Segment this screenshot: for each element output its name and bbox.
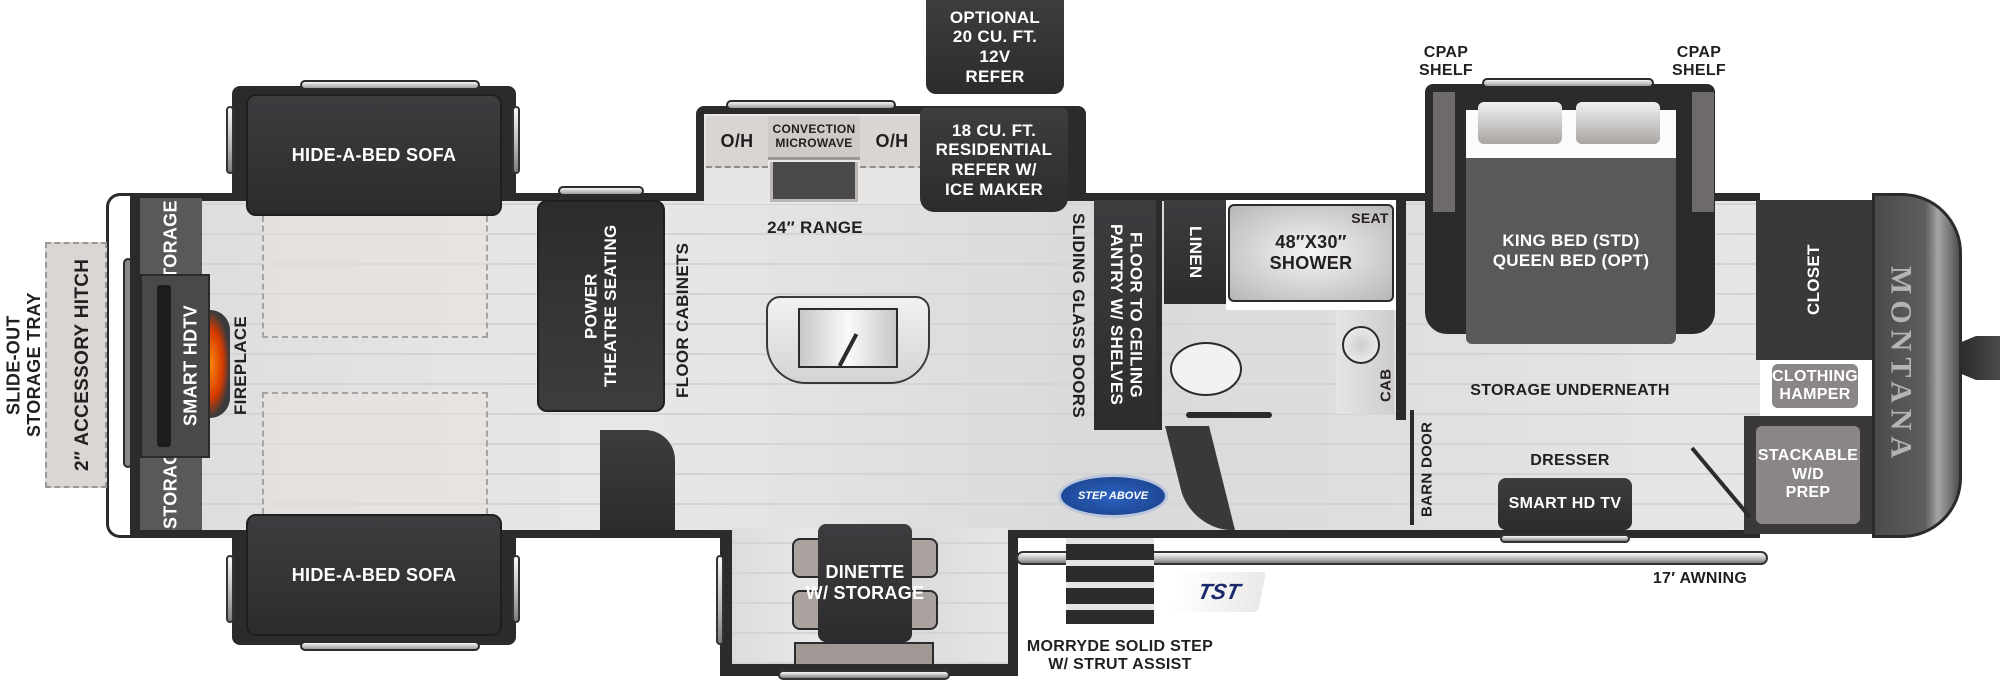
barn-door-track[interactable] <box>1410 410 1414 525</box>
window-dinette-left <box>716 555 724 645</box>
bath-sink-icon <box>1342 326 1380 364</box>
tst-logo: TST <box>1171 572 1267 612</box>
pantry[interactable]: FLOOR TO CEILING PANTRY W/ SHELVES <box>1094 200 1158 430</box>
cpap-shelf-left: CPAP SHELF <box>1419 44 1473 80</box>
tv-screen-icon <box>157 285 171 447</box>
window-sofa-top-right <box>512 106 520 174</box>
window-sofa-bottom <box>300 641 480 651</box>
window-bed <box>1482 78 1654 88</box>
optional-refer: OPTIONAL 20 CU. FT. 12V REFER <box>926 0 1064 94</box>
cpap-shelf-right: CPAP SHELF <box>1672 44 1726 80</box>
awning <box>1016 551 1768 565</box>
sofa-bottom-bed-outline <box>262 392 488 514</box>
awning-label: 17′ AWNING <box>1652 570 1748 587</box>
rear-wall <box>130 193 140 538</box>
fireplace-icon <box>210 310 230 418</box>
toilet-icon[interactable] <box>1170 342 1242 396</box>
window-sofa-top <box>300 80 480 90</box>
window-dinette-bottom <box>778 670 950 680</box>
window-sofa-bottom-left <box>226 555 234 623</box>
fireplace-label: FIREPLACE <box>231 315 251 415</box>
clothing-hamper[interactable]: CLOTHING HAMPER <box>1772 364 1858 408</box>
slide-out-tray-label: SLIDE-OUT STORAGE TRAY <box>3 292 44 438</box>
bed[interactable]: KING BED (STD) QUEEN BED (OPT) <box>1466 158 1676 344</box>
oh-cabinet-right: O/H <box>860 116 924 168</box>
front-cap <box>1872 193 1962 538</box>
stackable-wd-prep[interactable]: STACKABLE W/D PREP <box>1756 426 1860 524</box>
pillow-icon <box>1576 102 1660 144</box>
dinette-bench <box>794 642 934 666</box>
bedroom-tv[interactable]: SMART HD TV <box>1498 478 1632 530</box>
kingpin <box>1960 336 2000 380</box>
window-sofa-bottom-right <box>512 555 520 623</box>
cpap-shelf-left-box <box>1433 92 1455 212</box>
window-theatre <box>558 186 644 196</box>
bath-wall-bottom <box>1186 412 1272 418</box>
floor-cabinets: FLOOR CABINETS <box>673 242 693 398</box>
sofa-bottom[interactable]: HIDE-A-BED SOFA <box>246 514 502 636</box>
cpap-shelf-right-box <box>1692 92 1714 212</box>
dresser-label: DRESSER <box>1530 452 1610 469</box>
montana-logo: MONTANA <box>1884 265 1918 465</box>
cab-label: CAB <box>1377 368 1395 402</box>
dinette-table[interactable]: DINETTE W/ STORAGE <box>806 524 924 642</box>
pantry-wall <box>1156 200 1162 430</box>
pillow-icon <box>1478 102 1562 144</box>
step-above-logo: STEP ABOVE <box>1058 474 1168 518</box>
shower[interactable]: 48″X30″ SHOWER <box>1228 204 1394 302</box>
theatre-recliner-footrest <box>600 430 675 530</box>
range-label: 24″ RANGE <box>767 218 863 237</box>
storage-underneath: STORAGE UNDERNEATH <box>1470 382 1670 399</box>
oh-cabinet-left: O/H <box>706 116 768 168</box>
step-label: MORRYDE SOLID STEP W/ STRUT ASSIST <box>1026 638 1214 674</box>
sink-icon <box>798 308 898 368</box>
residential-refer[interactable]: 18 CU. FT. RESIDENTIAL REFER W/ ICE MAKE… <box>920 108 1068 212</box>
rear-tv-label: SMART HDTV <box>180 305 201 427</box>
shower-seat: SEAT <box>1351 210 1389 226</box>
window-kitchen <box>726 100 896 110</box>
bath-wall <box>1396 200 1406 420</box>
linen-closet[interactable]: LINEN <box>1164 200 1226 304</box>
sofa-top-bed-outline <box>262 216 488 338</box>
entry-step-icon[interactable] <box>1066 530 1154 624</box>
sliding-glass-doors[interactable]: SLIDING GLASS DOORS <box>1068 212 1088 418</box>
closet[interactable]: CLOSET <box>1756 200 1872 360</box>
barn-door-label: BARN DOOR <box>1418 421 1436 517</box>
tv-cabinet <box>140 274 210 458</box>
convection-microwave[interactable]: CONVECTION MICROWAVE <box>768 116 860 160</box>
window-dresser <box>1500 534 1630 543</box>
window-sofa-top-left <box>226 106 234 174</box>
slide-out-storage-tray <box>45 242 107 488</box>
theatre-seating[interactable]: POWER THEATRE SEATING <box>537 200 665 412</box>
range-icon[interactable] <box>770 162 858 202</box>
hitch-label: 2″ ACCESSORY HITCH <box>72 258 94 472</box>
sofa-top[interactable]: HIDE-A-BED SOFA <box>246 94 502 216</box>
